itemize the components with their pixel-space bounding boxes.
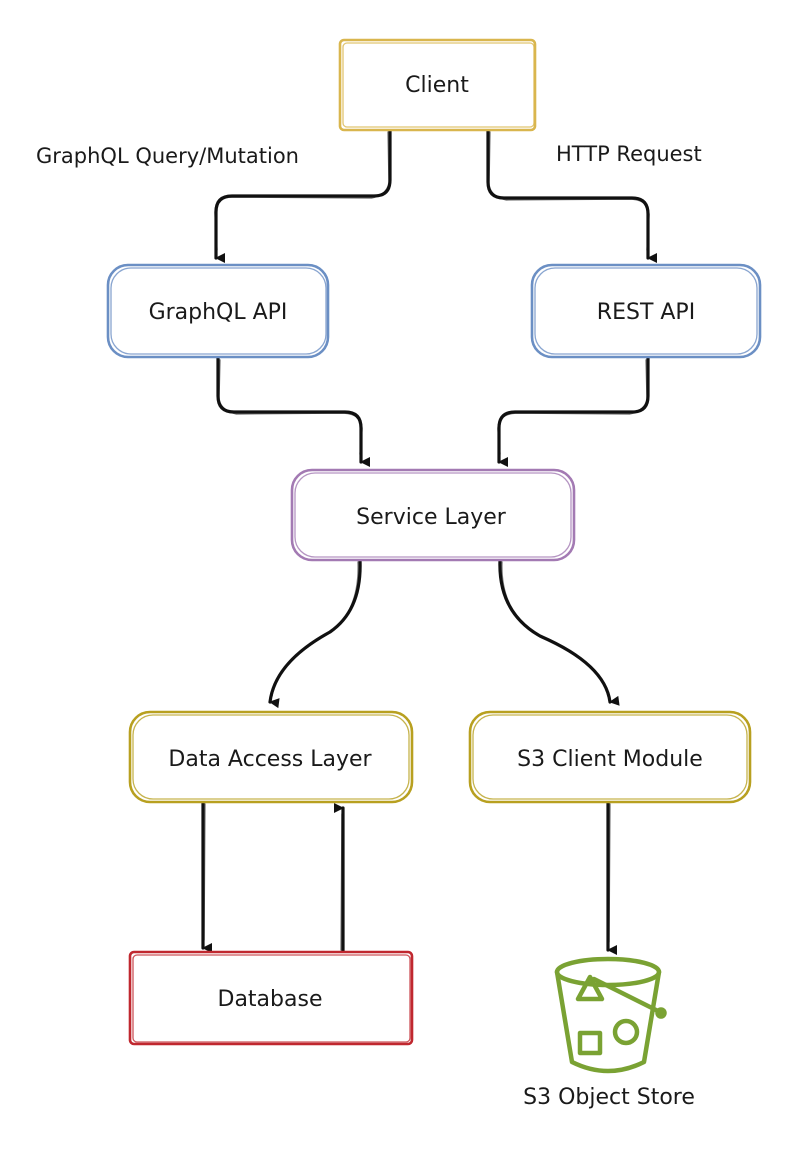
node-s3-object-store: S3 Object Store [523,956,695,1110]
node-s3-client-module-label: S3 Client Module [517,747,703,772]
edge-service-to-data-access [268,558,362,709]
node-client-label: Client [405,73,469,98]
node-service-layer-label: Service Layer [356,505,507,530]
edge-label-http: HTTP Request [556,142,702,166]
node-data-access-layer-label: Data Access Layer [168,747,372,772]
node-s3-client-module: S3 Client Module [468,710,752,804]
node-database-label: Database [218,987,323,1012]
edge-rest-to-service [497,356,650,467]
edge-s3-client-to-object-store [606,800,617,955]
node-service-layer: Service Layer [290,468,576,562]
node-data-access-layer: Data Access Layer [128,710,414,804]
node-rest-api: REST API [530,263,762,359]
edge-database-to-data-access [334,803,345,954]
edge-data-access-to-database [201,800,212,953]
edge-graphql-to-service [216,356,370,467]
node-client: Client [338,38,537,132]
edge-service-to-s3-client [498,558,620,706]
edge-client-to-graphql [214,128,392,263]
node-database: Database [128,950,414,1046]
node-rest-api-label: REST API [597,300,695,325]
edge-client-to-rest [486,128,657,263]
node-s3-object-store-label: S3 Object Store [523,1085,695,1110]
s3-bucket-icon [554,956,667,1074]
node-graphql-api: GraphQL API [106,263,330,359]
edge-label-graphql: GraphQL Query/Mutation [36,144,299,168]
node-graphql-api-label: GraphQL API [149,300,288,325]
